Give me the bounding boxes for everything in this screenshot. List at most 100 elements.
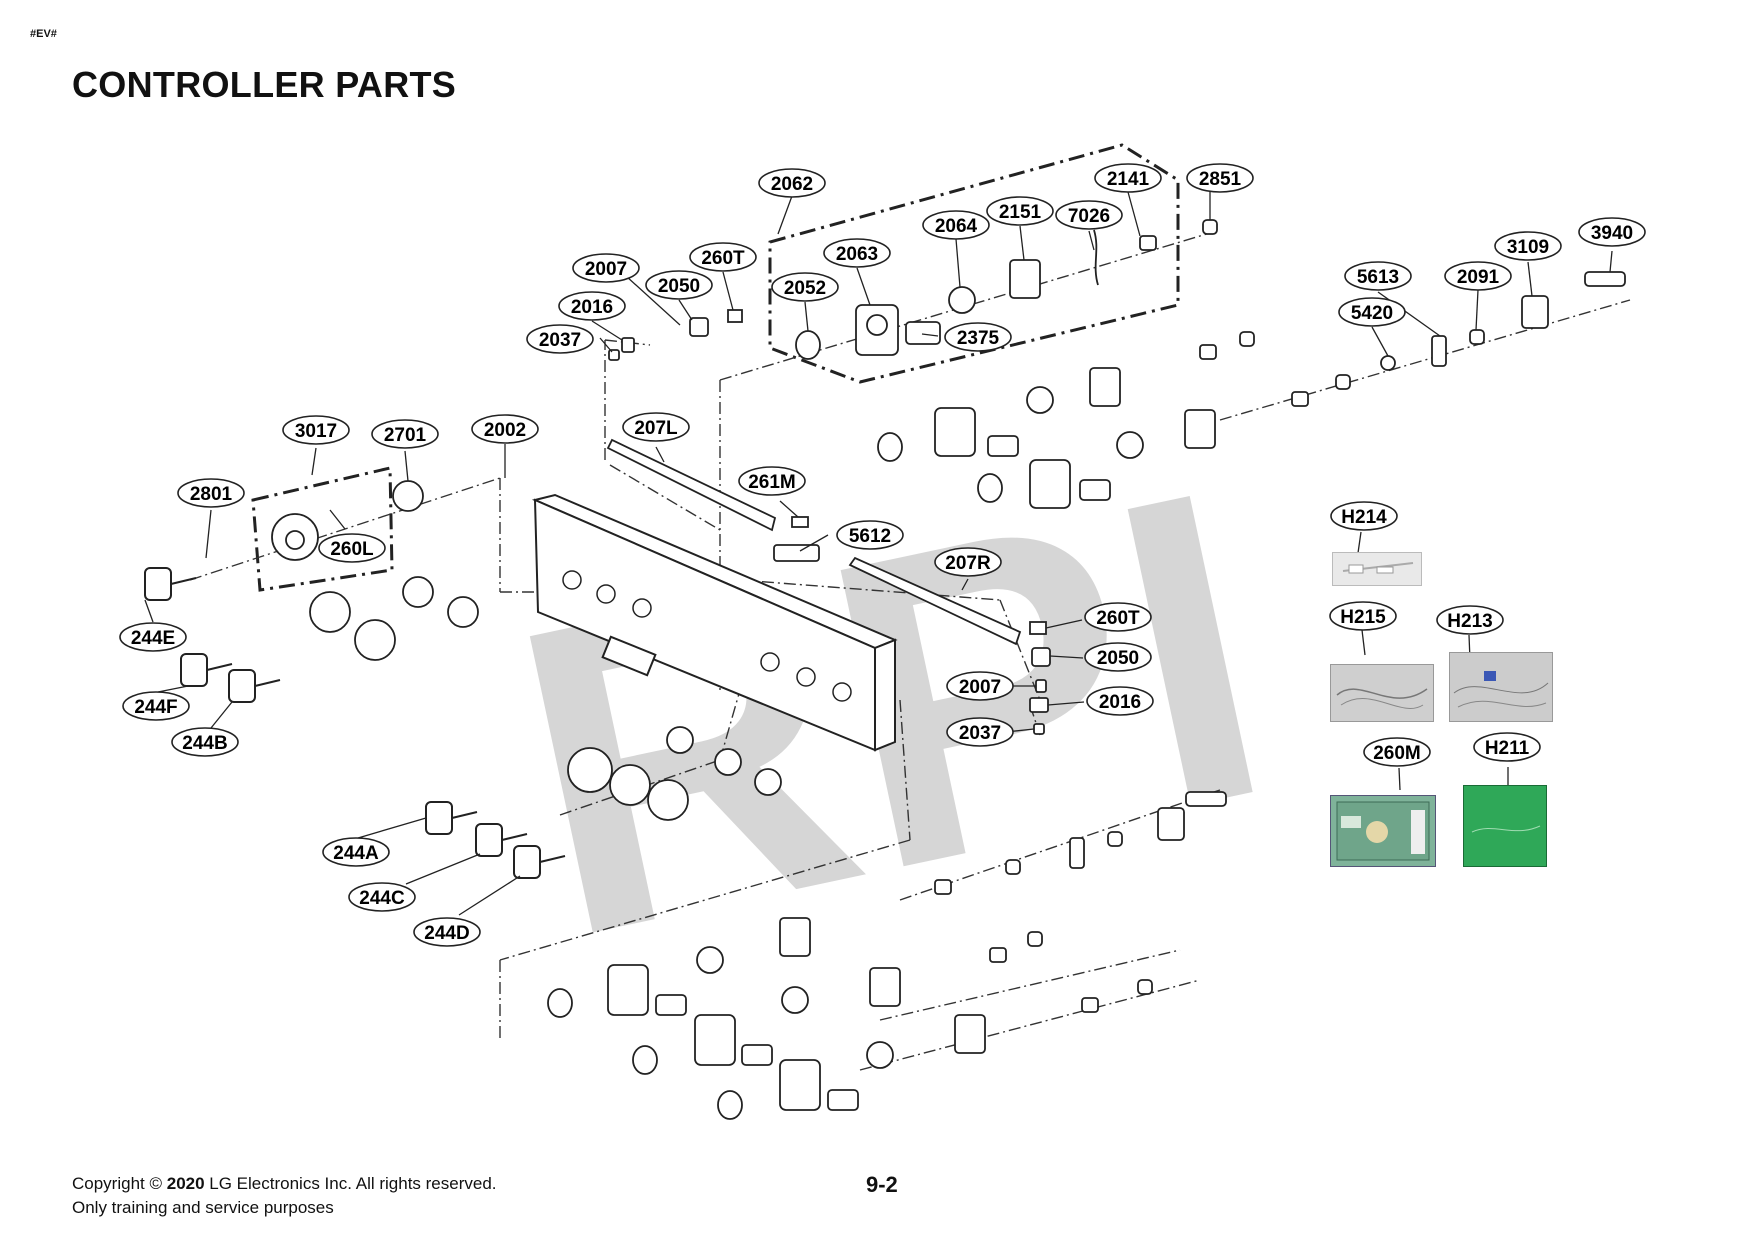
group-outlines [251,143,1180,592]
rail-207L [606,438,777,532]
callout-label: 244F [134,697,177,718]
training-notice: Only training and service purposes [72,1198,334,1217]
photo-H214 [1332,552,1422,586]
callout-H214: H214 [1330,501,1398,531]
callout-244C: 244C [348,882,416,912]
callout-2063: 2063 [823,238,891,268]
callout-label: H211 [1485,738,1530,759]
callout-label: 207L [634,418,678,439]
part-7026 [1093,229,1099,286]
callout-3940: 3940 [1578,217,1646,247]
knob-244B [228,669,281,703]
callout-2052: 2052 [771,272,839,302]
callout-2016a: 2016 [558,291,626,321]
callout-260Ta: 260T [689,242,757,272]
part-5420 [1380,355,1396,371]
callout-label: 2007 [585,259,627,280]
photo-H215 [1330,664,1434,722]
knobs [144,567,566,879]
callout-2701: 2701 [371,419,439,449]
callout-207R: 207R [934,547,1002,577]
callout-label: H215 [1340,607,1386,628]
callout-2064: 2064 [922,210,990,240]
knob-244A [425,801,478,835]
callout-3109: 3109 [1494,231,1562,261]
part-2037a [608,349,620,361]
callout-260Tb: 260T [1084,602,1152,632]
callout-label: 2007 [959,677,1001,698]
part-2151 [1009,259,1041,299]
callout-H211: H211 [1473,732,1541,762]
photo-H211 [1463,785,1547,867]
trim-rails [606,438,1022,646]
callout-2002: 2002 [471,414,539,444]
part-2050a [689,317,709,337]
knob-244F [180,653,233,687]
document-code: #EV# [30,28,57,40]
page-number: 9-2 [866,1172,898,1197]
part-2064 [948,286,976,314]
upper-control-group-outline [768,143,1180,384]
callout-label: 7026 [1068,206,1110,227]
part-5613 [1431,335,1447,367]
part-260Ta [727,309,743,323]
callout-label: 244C [359,888,405,909]
callout-207L: 207L [622,412,690,442]
part-2016b [1029,697,1049,713]
callout-label: 2037 [959,723,1001,744]
callout-label: 207R [945,553,991,574]
part-2007b [1035,679,1047,693]
callout-2141: 2141 [1094,163,1162,193]
callout-label: 2141 [1107,169,1150,190]
left-knob-group-outline [251,466,394,592]
callout-2151: 2151 [986,196,1054,226]
valve-bodies [271,219,1626,1120]
part-2141 [1139,235,1157,251]
part-3109 [1521,295,1549,329]
callout-label: 3017 [295,421,337,442]
part-2037b [1033,723,1045,735]
valve-3017 [271,513,319,561]
copyright-year: 2020 [166,1174,205,1193]
callout-260L: 260L [318,533,386,563]
callout-label: 2050 [658,276,700,297]
part-3940 [1584,271,1626,287]
callout-label: H213 [1447,611,1492,632]
callout-label: 2016 [1099,692,1141,713]
copyright-line: Copyright © 2020 LG Electronics Inc. All… [72,1174,497,1194]
callout-244F: 244F [122,691,190,721]
callout-7026: 7026 [1055,200,1123,230]
control-panel-body [531,493,898,752]
callout-260M: 260M [1363,737,1431,767]
callout-label: 244B [182,733,227,754]
callout-2091: 2091 [1444,261,1512,291]
callout-label: 5612 [849,526,891,547]
callout-label: H214 [1341,507,1387,528]
callout-5612: 5612 [836,520,904,550]
knob-244E [144,567,197,601]
callout-label: 2062 [771,174,813,195]
callout-label: 244E [131,628,175,649]
callout-label: 261M [748,472,796,493]
knob-244D [513,845,566,879]
callout-244D: 244D [413,917,481,947]
callout-244E: 244E [119,622,187,652]
callout-label: 5613 [1357,267,1399,288]
photo-H213 [1449,652,1553,722]
callout-2851: 2851 [1186,163,1254,193]
callout-label: 2063 [836,244,878,265]
panel-dials [562,570,852,702]
callout-label: 260T [701,248,745,269]
callout-2375: 2375 [944,322,1012,352]
part-2052 [795,330,821,360]
callout-5420: 5420 [1338,297,1406,327]
callout-label: 260M [1373,743,1421,764]
callout-label: 5420 [1351,303,1393,324]
part-2375 [905,321,941,345]
callout-H215: H215 [1329,601,1397,631]
callout-label: 2091 [1457,267,1500,288]
callout-label: 260T [1096,608,1140,629]
part-261M [791,516,809,528]
callout-244A: 244A [322,837,390,867]
